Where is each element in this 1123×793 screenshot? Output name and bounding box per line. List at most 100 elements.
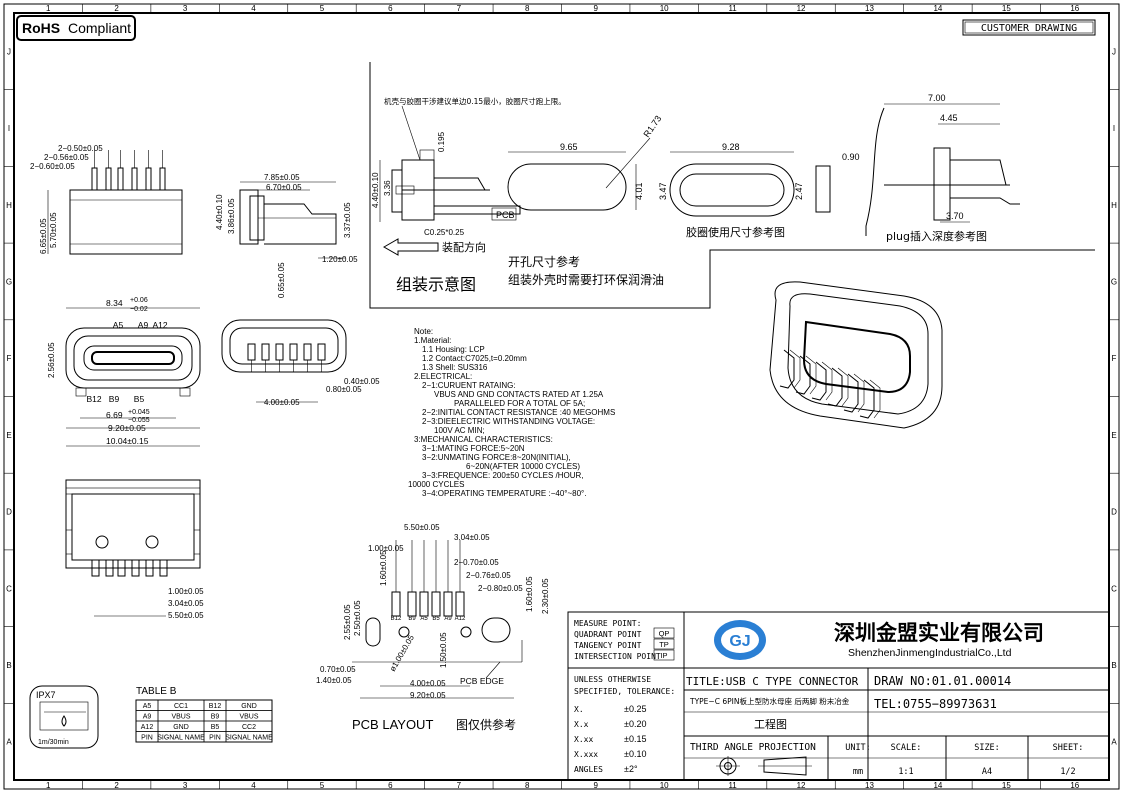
pin	[91, 167, 98, 191]
col-number: 9	[593, 4, 598, 13]
pad-label: A5	[420, 616, 428, 622]
pcb-1-60: 1.60±0.05	[379, 550, 388, 586]
pcb-2-30: 2.30±0.05	[541, 578, 550, 614]
top-10-04: 10.04±0.15	[106, 436, 149, 446]
asm-chamfer: C0.25*0.25	[424, 228, 465, 237]
table-cell: A5	[143, 703, 152, 710]
iso-pin	[779, 349, 795, 389]
assembly-drawing	[379, 149, 521, 222]
note-line: 2−1:CURUENT RATAING:	[422, 381, 516, 390]
note-line: 1.3 Shell: SUS316	[422, 363, 488, 372]
prof-3-37: 3.37±0.05	[343, 202, 352, 238]
row-letter: I	[8, 124, 10, 133]
table-cell: B5	[211, 724, 220, 731]
prof-6-70: 6.70±0.05	[266, 183, 302, 192]
col-number: 5	[320, 781, 325, 790]
pcb-title: PCB LAYOUT	[352, 717, 433, 732]
draw-no: DRAW NO:01.01.00014	[874, 674, 1011, 688]
gasket-w: 9.28	[722, 142, 740, 152]
note-line: 2−2:INITIAL CONTACT RESISTANCE :40 MEGOH…	[422, 408, 615, 417]
asm-dim-3-36: 3.36	[383, 180, 392, 196]
pcb-9-20: 9.20±0.05	[410, 691, 446, 700]
pcb-2-55: 2.55±0.05	[343, 604, 352, 640]
col-number: 5	[320, 4, 325, 13]
side-5-70: 5.70±0.05	[49, 212, 58, 248]
plug-3-70: 3.70	[946, 211, 964, 221]
label-pcb: PCB	[496, 210, 515, 220]
col-number: 16	[1070, 4, 1079, 13]
pad-label: B9	[408, 616, 416, 622]
plug-7-00: 7.00	[928, 93, 946, 103]
note-interference: 机壳与胶圈干涉建议单边0.15最小，胶圈尺寸跑上限。	[384, 96, 566, 106]
company-en: ShenzhenJinmengIndustrialCo.,Ltd	[848, 647, 1012, 659]
tb-value: 1/2	[1060, 767, 1075, 777]
front-6-69: 6.69	[106, 410, 123, 420]
row-letter: H	[1111, 201, 1117, 210]
title-text: TITLE:USB C TYPE CONNECTOR	[686, 675, 859, 688]
asm-dim-0-195: 0.195	[437, 131, 446, 152]
row-letter: F	[7, 354, 12, 363]
contact	[317, 343, 326, 361]
col-number: 7	[457, 4, 462, 13]
pcb-1-00: 1.00±0.05	[368, 544, 404, 553]
rear-0-80: 0.80±0.05	[326, 385, 362, 394]
front-tol2-minus: −0.055	[128, 417, 150, 424]
rohs-badge	[16, 15, 136, 41]
note-line: Note:	[414, 327, 433, 336]
table-cell: CC1	[174, 703, 188, 710]
tol-value: ±0.15	[624, 734, 646, 744]
tol-value: ±0.25	[624, 704, 646, 714]
tb-header: SIZE:	[974, 743, 1000, 753]
side-0-60: 2−0.60±0.05	[30, 162, 75, 171]
tb-value: 1:1	[898, 767, 913, 777]
pin	[91, 559, 100, 577]
pin-label: B12	[86, 394, 101, 404]
row-letter: D	[6, 508, 12, 517]
tol-value: ±2°	[624, 764, 638, 774]
tb-value: A4	[982, 767, 992, 777]
col-number: 13	[865, 781, 874, 790]
pin	[145, 167, 152, 191]
row-letter: H	[6, 201, 12, 210]
col-number: 1	[46, 4, 51, 13]
col-number: 12	[797, 4, 806, 13]
pcb-pad	[455, 591, 465, 617]
profile-view	[239, 181, 337, 245]
pcb-layout-drawing	[352, 540, 523, 699]
pcb-1-40: 1.40±0.05	[316, 676, 352, 685]
pin	[117, 559, 126, 577]
pin-label: B5	[134, 394, 145, 404]
iso-pin	[795, 355, 811, 395]
col-number: 10	[660, 4, 669, 13]
tol-label: X.xx	[574, 735, 593, 744]
pin-label: A12	[152, 320, 167, 330]
iso-pin	[859, 379, 875, 419]
col-number: 4	[251, 781, 256, 790]
assembly-title: 组装示意图	[396, 275, 476, 294]
iso-pin	[811, 361, 827, 401]
note-line: 6~20N(AFTER 10000 CYCLES)	[466, 462, 580, 471]
col-number: 6	[388, 781, 393, 790]
pin	[131, 167, 138, 191]
tol-value: ±0.10	[624, 749, 646, 759]
measure-line: MEASURE POINT:	[574, 619, 641, 628]
row-letter: B	[1111, 661, 1116, 670]
row-letter: G	[6, 277, 12, 286]
measure-line: QUADRANT POINT	[574, 630, 642, 639]
rear-4-00: 4.00±0.05	[264, 398, 300, 407]
prof-3-86: 3.86±0.05	[227, 198, 236, 234]
note-line: 3−1:MATING FORCE:5~20N	[422, 444, 525, 453]
pcb-0-70b: 0.70±0.05	[320, 665, 356, 674]
note-line: 2−3:DIEELECTRIC WITHSTANDING VOLTAGE:	[422, 417, 595, 426]
col-number: 2	[114, 4, 119, 13]
pcb-0-80: 2−0.80±0.05	[478, 584, 523, 593]
pcb-3-04: 3.04±0.05	[454, 533, 490, 542]
table-cell: GND	[241, 703, 257, 710]
col-number: 15	[1002, 781, 1011, 790]
pin	[145, 559, 154, 577]
col-number: 12	[797, 781, 806, 790]
row-letter: C	[6, 584, 12, 593]
prof-7-85: 7.85±0.05	[264, 173, 300, 182]
